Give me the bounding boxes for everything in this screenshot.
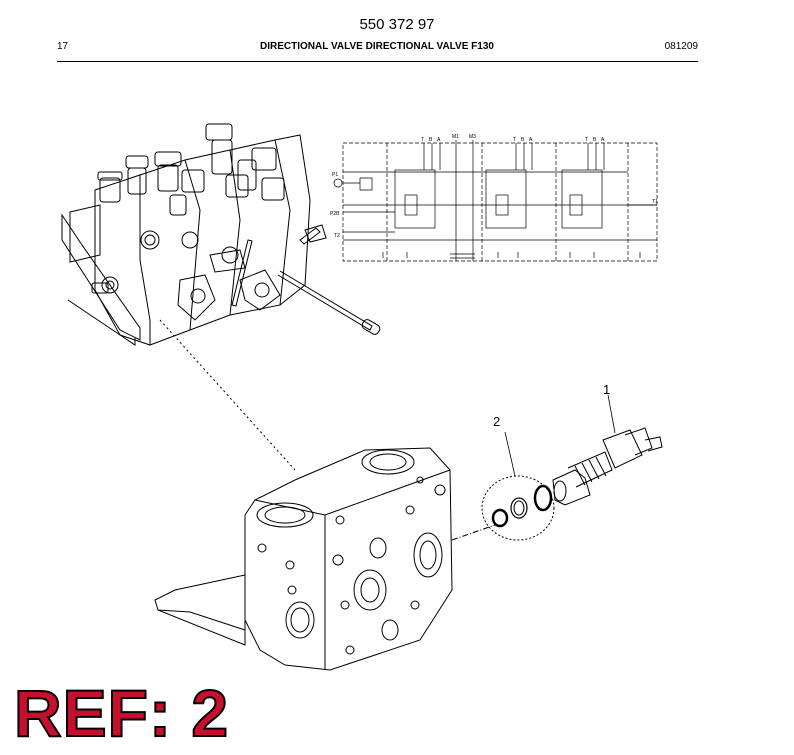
section-label: T: [585, 137, 588, 143]
port-label-t1: T1: [652, 199, 658, 205]
section-label: B: [429, 137, 433, 143]
callout-1: 1: [603, 382, 610, 397]
port-label-p1: P1: [332, 172, 338, 178]
valve-assembly-illustration: [61, 123, 381, 471]
header-rule: [57, 61, 698, 62]
port-label-t2: T2: [334, 233, 340, 239]
section-label: A: [437, 137, 441, 143]
relief-cartridge: [552, 394, 663, 506]
port-label-m3: M3: [469, 134, 476, 140]
valve-section-illustration: [154, 447, 496, 671]
page-number: 17: [57, 41, 69, 52]
reference-label: REF: 2: [13, 676, 230, 750]
section-label: T: [513, 137, 516, 143]
section-label: B: [521, 137, 525, 143]
section-label: A: [601, 137, 605, 143]
schematic-labels: P1 P2B T2 T1 M1 M3 T B A T B A T B A: [330, 134, 658, 239]
callout-2: 2: [493, 414, 500, 429]
section-label: B: [593, 137, 597, 143]
section-label: A: [529, 137, 533, 143]
date-code: 081209: [664, 41, 698, 52]
part-number: 550 372 97: [359, 16, 435, 33]
port-label-p2b: P2B: [330, 211, 340, 217]
seal-kit-group: [481, 431, 555, 541]
port-label-m1: M1: [452, 134, 459, 140]
document-title: DIRECTIONAL VALVE DIRECTIONAL VALVE F130: [260, 41, 494, 52]
section-label: T: [421, 137, 424, 143]
hydraulic-schematic: [333, 140, 658, 262]
